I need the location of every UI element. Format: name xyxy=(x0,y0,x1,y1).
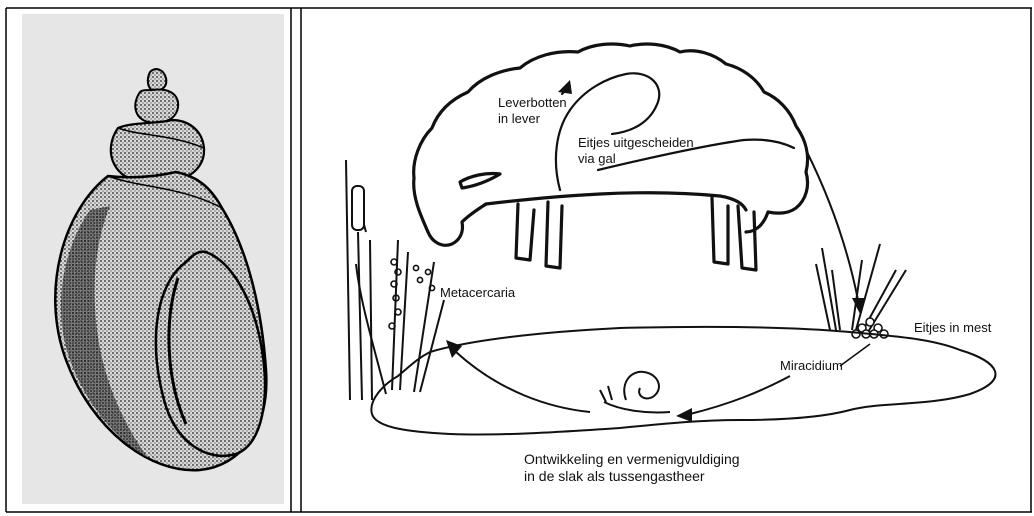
grass-tuft-icon xyxy=(816,244,906,332)
label-miracidium: Miracidium xyxy=(780,358,843,373)
label-eitjes-gal-2: via gal xyxy=(578,151,616,166)
life-cycle-panel: Leverbotten in lever Eitjes uitgescheide… xyxy=(346,44,995,484)
arrow-to-metacercaria xyxy=(446,340,590,412)
snail-shell-panel xyxy=(22,14,284,504)
internal-arrows xyxy=(556,73,794,190)
label-leverbotten-2: in lever xyxy=(498,111,541,126)
arrow-to-snail xyxy=(676,376,790,422)
label-leverbotten-1: Leverbotten xyxy=(498,95,567,110)
arrow-eggs-to-miracidium xyxy=(840,344,870,366)
label-eitjes-gal-1: Eitjes uitgescheiden xyxy=(578,135,694,150)
arrowhead-liver xyxy=(558,80,572,94)
label-ontwikkeling-2: in de slak als tussengastheer xyxy=(524,468,705,484)
label-eitjes-mest: Eitjes in mest xyxy=(914,320,992,335)
snail-icon xyxy=(600,372,670,413)
label-metacercaria: Metacercaria xyxy=(440,285,516,300)
reed-plants-icon xyxy=(346,160,444,400)
label-ontwikkeling-1: Ontwikkeling en vermenigvuldiging xyxy=(524,451,740,467)
